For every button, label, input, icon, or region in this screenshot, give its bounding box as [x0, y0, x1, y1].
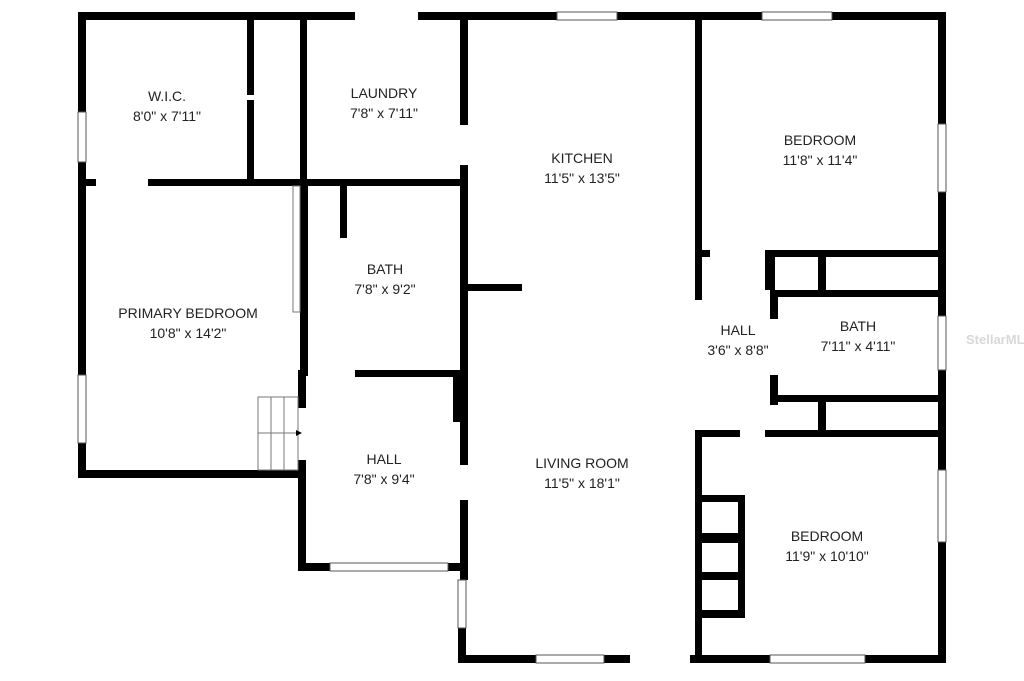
- wall: [702, 250, 710, 257]
- wall: [818, 402, 826, 432]
- wall: [468, 284, 522, 291]
- wall: [700, 533, 745, 543]
- windows: [77, 11, 947, 664]
- room-name: HALL: [366, 451, 402, 467]
- wall: [298, 460, 306, 571]
- window: [556, 11, 618, 21]
- room-name: BEDROOM: [790, 528, 864, 544]
- wall: [78, 179, 96, 186]
- wall: [770, 375, 778, 405]
- room-name: W.I.C.: [147, 88, 187, 104]
- room-size: 11'5" x 13'5": [544, 170, 620, 186]
- window: [457, 579, 467, 629]
- wall: [765, 250, 775, 290]
- wall: [355, 370, 465, 377]
- wall: [418, 12, 946, 20]
- wall: [460, 20, 468, 125]
- room-name: KITCHEN: [551, 150, 613, 166]
- room-label: HALL 3'6" x 8'8": [707, 320, 768, 360]
- room-name: BEDROOM: [783, 132, 857, 148]
- wall: [300, 186, 308, 376]
- window: [937, 123, 947, 193]
- window: [77, 111, 87, 163]
- wall: [78, 12, 355, 20]
- wall: [818, 257, 826, 290]
- stairs: [257, 185, 301, 471]
- wall: [690, 655, 770, 663]
- wall: [865, 655, 946, 663]
- room-label: HALL 7'8" x 9'4": [353, 449, 414, 489]
- room-size: 7'11" x 4'11": [820, 338, 896, 354]
- room-label: BEDROOM 11'9" x 10'10": [785, 526, 869, 566]
- room-name: LAUNDRY: [350, 85, 418, 101]
- room-name: BATH: [839, 318, 877, 334]
- window: [937, 469, 947, 543]
- room-name: LIVING ROOM: [535, 455, 629, 471]
- room-size: 7'8" x 7'11": [350, 105, 418, 121]
- window: [329, 562, 449, 572]
- wall: [700, 495, 745, 502]
- wall: [938, 370, 946, 470]
- wall: [738, 495, 745, 618]
- wall: [700, 572, 745, 580]
- room-size: 11'5" x 18'1": [544, 475, 620, 491]
- window: [77, 374, 87, 444]
- room-size: 7'8" x 9'2": [354, 281, 416, 297]
- room-label: BEDROOM 11'8" x 11'4": [783, 130, 858, 170]
- wall: [247, 100, 254, 182]
- wall: [765, 430, 945, 437]
- wall: [78, 12, 86, 478]
- room-name: PRIMARY BEDROOM: [118, 305, 258, 321]
- wall: [700, 610, 745, 618]
- room-size: 8'0" x 7'11": [133, 108, 201, 124]
- room-size: 11'9" x 10'10": [785, 548, 869, 564]
- window: [769, 654, 866, 664]
- wall: [765, 250, 945, 257]
- wall: [702, 430, 740, 437]
- watermark: StellarMLS: [966, 332, 1024, 347]
- room-label: PRIMARY BEDROOM 10'8" x 14'2": [118, 303, 258, 343]
- wall: [148, 179, 466, 186]
- wall: [770, 290, 946, 297]
- wall: [775, 395, 945, 402]
- room-label: LIVING ROOM 11'5" x 18'1": [535, 453, 628, 493]
- wall: [448, 563, 466, 571]
- wall: [298, 370, 306, 408]
- closet-rail: [292, 185, 301, 313]
- stair-arrow-icon: [296, 430, 302, 436]
- room-label: W.I.C. 8'0" x 7'11": [133, 86, 201, 126]
- window: [937, 315, 947, 371]
- room-label: BATH 7'8" x 9'2": [354, 259, 415, 299]
- room-name: BATH: [366, 261, 404, 277]
- wall: [247, 20, 254, 95]
- room-label: BATH 7'11" x 4'11": [821, 316, 896, 356]
- wall: [300, 20, 307, 182]
- wall: [78, 470, 306, 478]
- wall: [298, 563, 330, 571]
- wall: [695, 20, 702, 300]
- walls: [78, 12, 946, 663]
- room-size: 7'8" x 9'4": [353, 471, 415, 487]
- room-name: HALL: [720, 322, 756, 338]
- room-size: 10'8" x 14'2": [149, 325, 227, 341]
- wall: [460, 500, 468, 580]
- wall: [458, 628, 466, 663]
- wall: [938, 542, 946, 663]
- window: [535, 654, 605, 664]
- room-size: 11'8" x 11'4": [782, 152, 858, 168]
- wall: [770, 297, 778, 319]
- room-size: 3'6" x 8'8": [707, 342, 769, 358]
- wall: [340, 186, 347, 238]
- wall: [604, 655, 630, 663]
- room-label: LAUNDRY 7'8" x 7'11": [350, 83, 418, 123]
- wall: [695, 430, 702, 663]
- wall: [938, 12, 946, 124]
- wall: [460, 165, 468, 465]
- room-label: KITCHEN 11'5" x 13'5": [544, 148, 620, 188]
- wall: [458, 655, 536, 663]
- window: [761, 11, 833, 21]
